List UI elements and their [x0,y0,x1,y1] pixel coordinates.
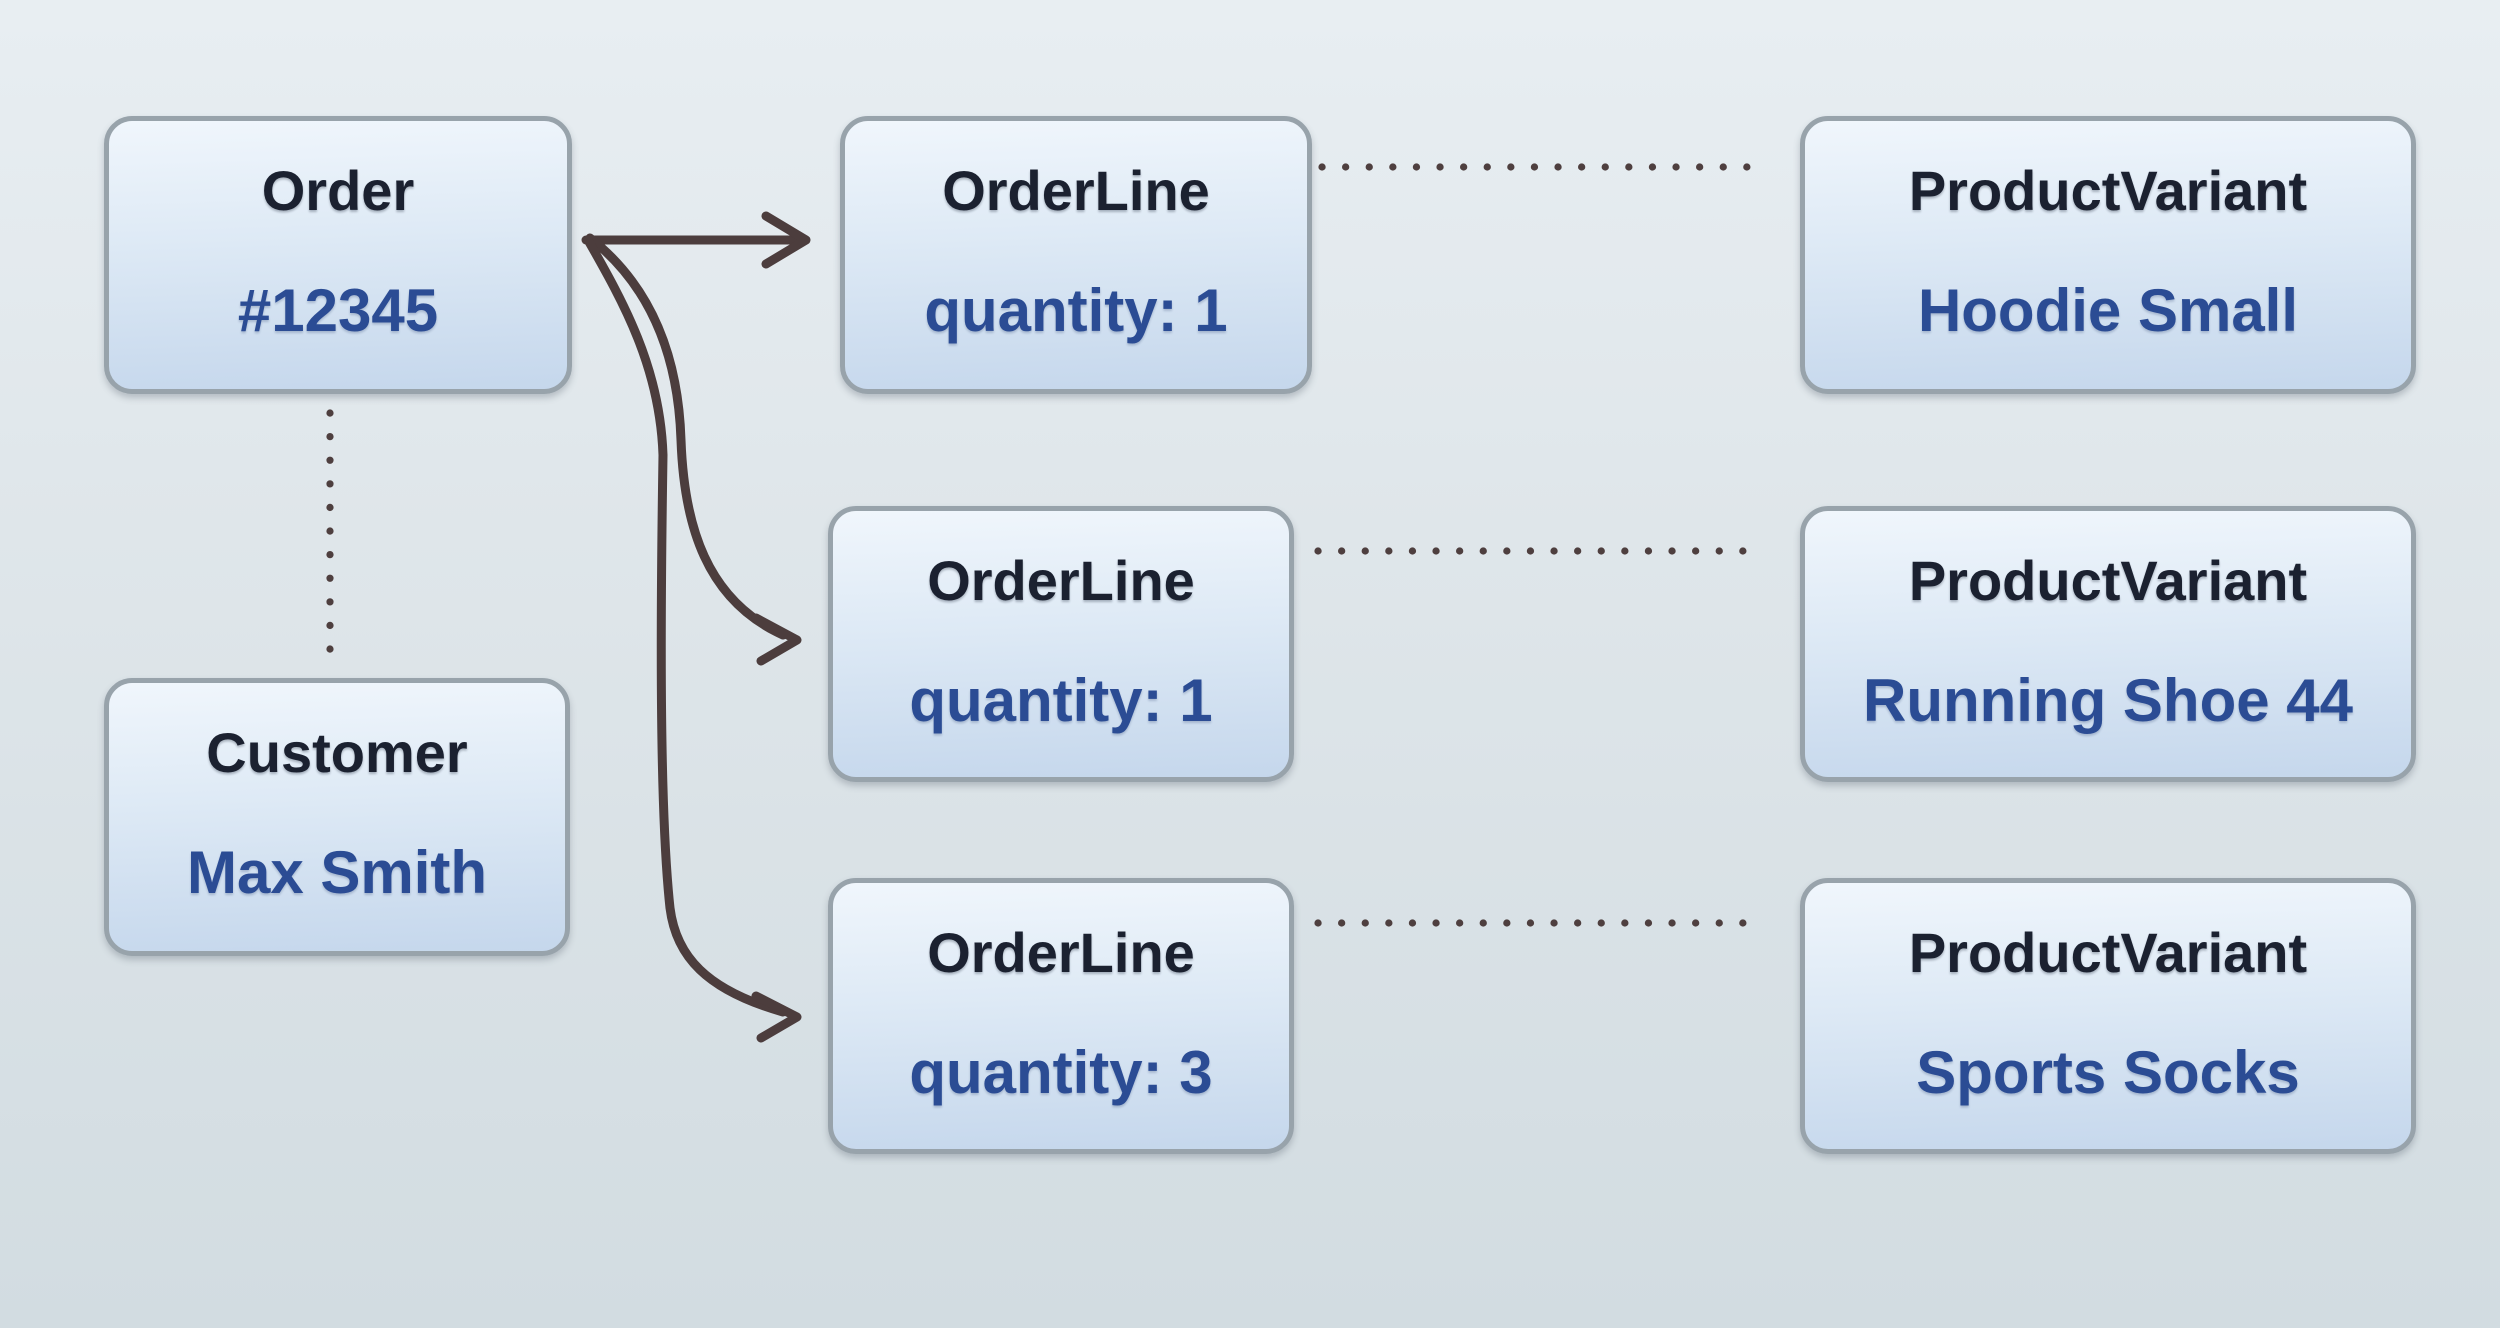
node-orderline-3-value: quantity: 3 [909,1039,1213,1106]
node-order-title: Order [261,159,415,222]
node-order: Order #12345 [104,116,572,394]
node-orderline-1: OrderLine quantity: 1 [840,116,1312,394]
arrowhead-orderline3 [751,991,802,1043]
arrowhead-orderline2 [751,613,802,666]
node-orderline-1-value: quantity: 1 [924,277,1228,344]
node-orderline-2-value: quantity: 1 [909,667,1213,734]
node-productvariant-3-value: Sports Socks [1916,1039,2300,1106]
node-orderline-3-title: OrderLine [927,921,1195,984]
arrowhead-orderline1 [761,211,811,269]
node-orderline-2-title: OrderLine [927,549,1195,612]
node-productvariant-2: ProductVariant Running Shoe 44 [1800,506,2416,782]
node-orderline-3: OrderLine quantity: 3 [828,878,1294,1154]
node-productvariant-2-title: ProductVariant [1908,549,2308,612]
node-orderline-2: OrderLine quantity: 1 [828,506,1294,782]
node-productvariant-3-title: ProductVariant [1908,921,2308,984]
node-productvariant-3: ProductVariant Sports Socks [1800,878,2416,1154]
node-productvariant-1: ProductVariant Hoodie Small [1800,116,2416,394]
node-customer-title: Customer [206,721,468,784]
node-productvariant-1-title: ProductVariant [1908,159,2308,222]
node-productvariant-2-value: Running Shoe 44 [1862,667,2354,734]
arrow-order-to-orderline2 [585,233,788,640]
node-order-value: #12345 [237,277,439,344]
node-orderline-1-title: OrderLine [942,159,1210,222]
node-productvariant-1-value: Hoodie Small [1917,277,2299,344]
node-customer-value: Max Smith [186,839,488,906]
arrow-order-to-orderline3 [583,235,788,1017]
node-customer: Customer Max Smith [104,678,570,956]
